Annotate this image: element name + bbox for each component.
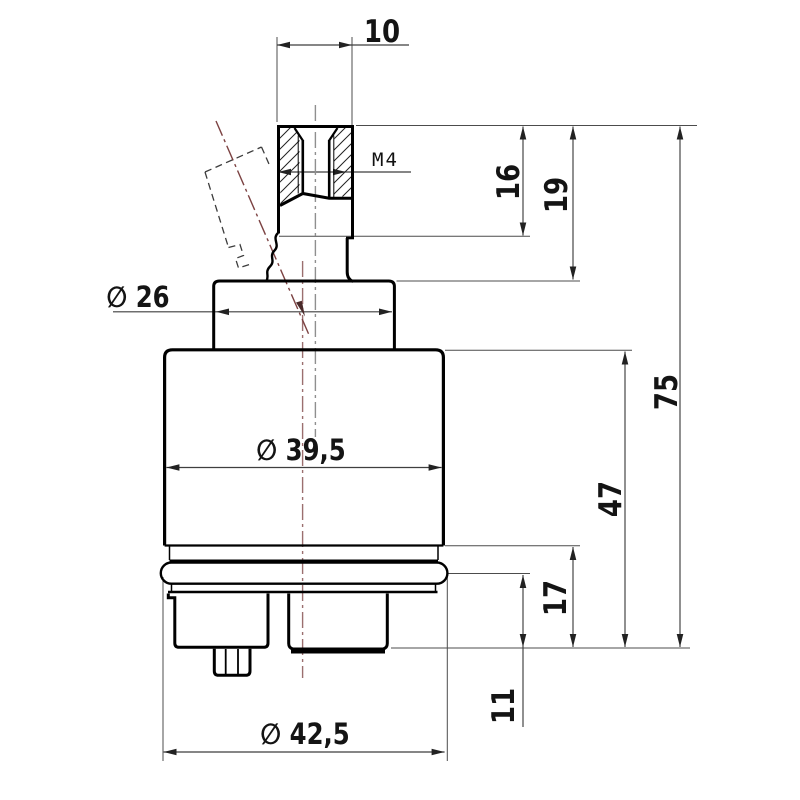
dim-label-total-height: 75 (649, 373, 685, 411)
dim-label-oring-diameter: ∅ 42,5 (260, 717, 350, 751)
base-block-left (166, 593, 270, 649)
dim-label-stem-width: 10 (363, 14, 401, 50)
body (163, 348, 445, 546)
center-lines (215, 105, 317, 678)
dim-label-body-height: 47 (593, 480, 629, 518)
dim-label-oring-to-base: 11 (486, 687, 522, 725)
dim-label-stem-height: 19 (539, 176, 575, 214)
dim-label-thread-section-height: 16 (491, 163, 527, 201)
dim-label-body-diameter: ∅ 39,5 (256, 433, 346, 467)
cartridge-outline (159, 125, 449, 677)
dim-label-thread-size: M4 (372, 149, 399, 171)
base-block-middle (287, 593, 294, 651)
extension-lines (162, 37, 697, 761)
dim-label-collar-diameter: ∅ 26 (106, 280, 170, 314)
tilt-arrowhead (296, 300, 305, 317)
base-stub (212, 648, 252, 677)
section-hatching (279, 127, 352, 205)
o-ring (159, 561, 449, 585)
break-line (265, 232, 279, 282)
collar (212, 279, 396, 350)
phantom-tilted-stem (204, 146, 272, 269)
dim-label-base-section-height: 17 (538, 579, 574, 617)
